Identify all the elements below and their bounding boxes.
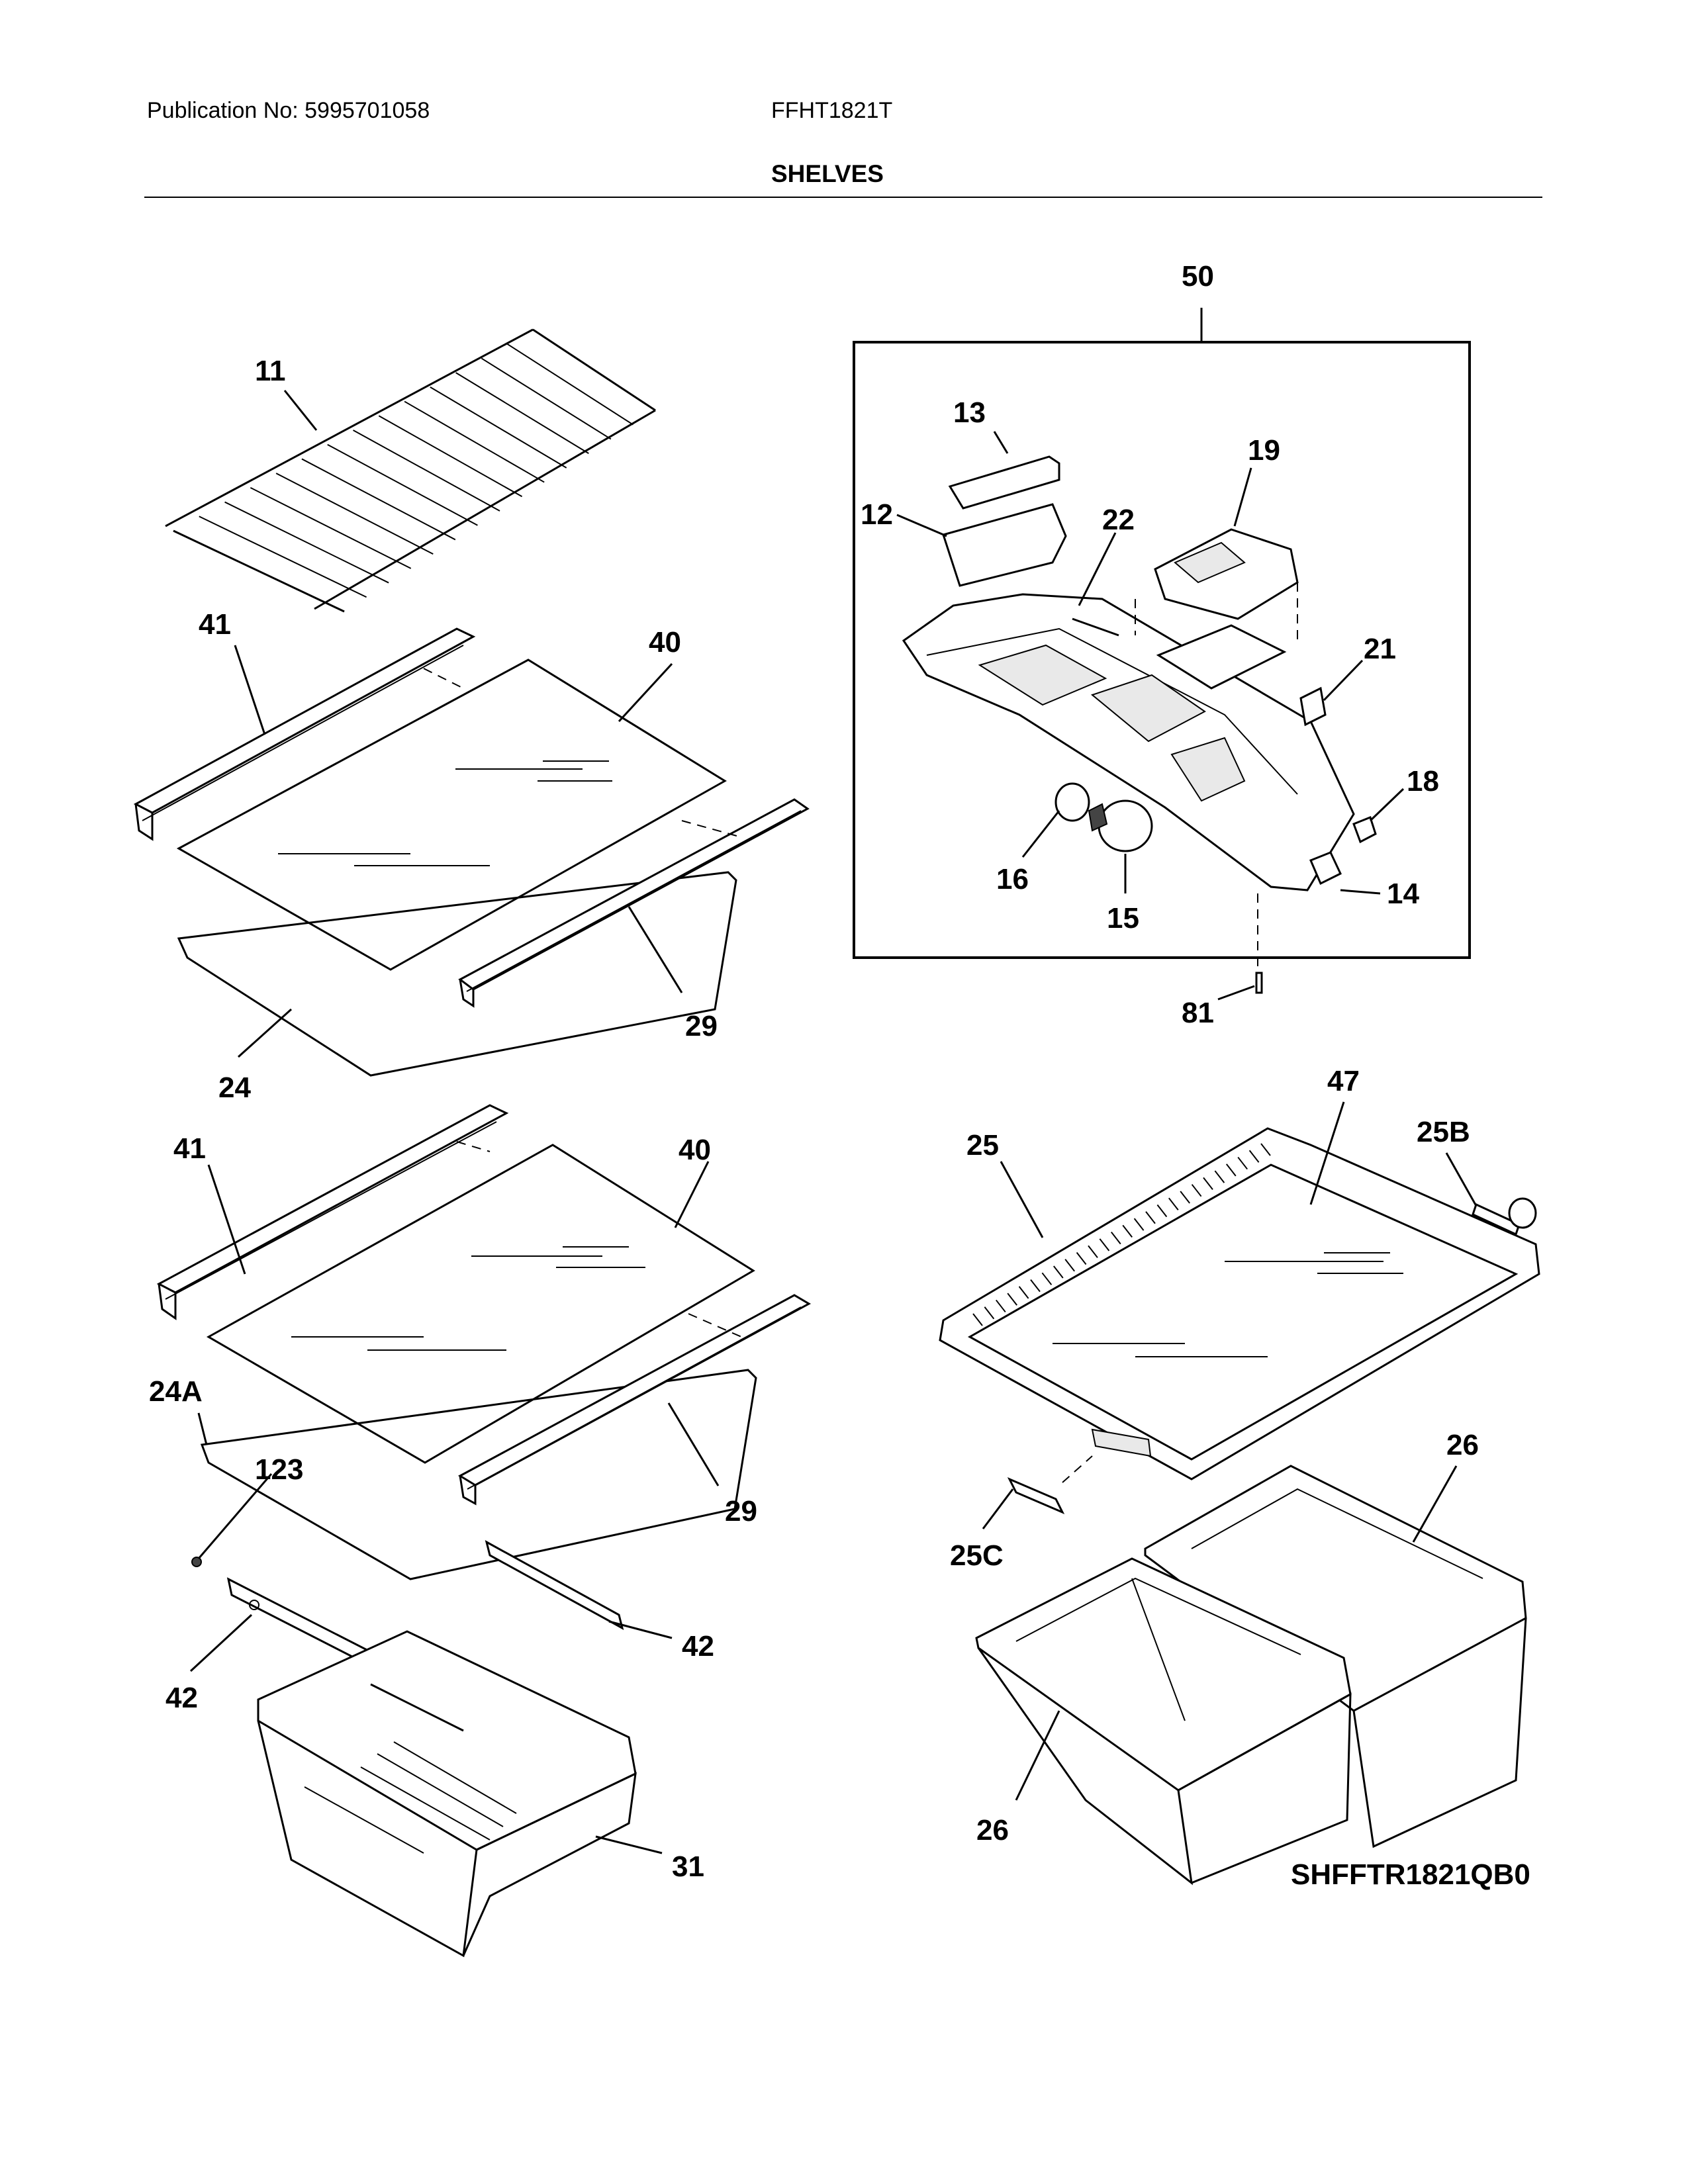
wire-rung [455,372,589,454]
callout-41-lower: 41 [173,1132,206,1165]
crisper-cover-assembly [939,1127,1540,1514]
callout-14: 14 [1387,878,1419,910]
cover-vent-slot [1133,1218,1145,1231]
callout-24A: 24A [149,1375,203,1408]
cover-vent-slot [1237,1156,1248,1170]
cover-vent-slot [1180,1191,1190,1204]
cover-vent-slot [1041,1272,1053,1285]
cover-vent-slot [1168,1197,1179,1210]
cover-vent-slot [996,1299,1006,1313]
wire-rung [173,530,345,612]
cover-vent-slot [1214,1170,1225,1183]
cover-vent-slot [1203,1177,1213,1191]
wire-rung [506,343,633,426]
cover-vent-slot [1018,1286,1029,1299]
callout-29-lower: 29 [725,1495,757,1527]
wire-rung [327,443,478,526]
callout-13: 13 [953,396,986,429]
cover-vent-slot [1099,1238,1110,1251]
wire-rung [199,516,367,598]
model-number: FFHT1821T [771,98,893,123]
cover-vent-slot [972,1313,983,1326]
callout-labels: 11 41 40 29 24 50 13 12 22 19 21 18 16 1… [149,260,1530,1891]
callout-15: 15 [1107,902,1139,934]
callout-42-left: 42 [165,1682,198,1714]
cover-vent-slot [1260,1143,1271,1156]
wire-rung [353,430,500,512]
cover-vent-slot [1076,1251,1087,1265]
cover-vent-slot [984,1306,995,1320]
callout-21: 21 [1364,633,1396,665]
wire-rung [250,486,412,569]
callout-29-upper: 29 [685,1010,718,1042]
callout-24: 24 [218,1071,251,1104]
cover-vent-slot [1030,1279,1041,1293]
publication-number: Publication No: 5995701058 [147,98,430,123]
cover-vent-slot [1191,1184,1202,1197]
wire-rung [532,329,656,411]
wire-rung [430,386,567,469]
callout-47: 47 [1327,1065,1360,1097]
callout-25: 25 [966,1129,999,1161]
callout-12: 12 [861,498,893,531]
wire-shelf [165,328,656,613]
wire-rung [224,501,389,584]
header-rule [144,197,1542,198]
cover-vent-slot [1226,1163,1237,1177]
cover-vent-slot [1156,1204,1168,1218]
lower-shelf-assembly [156,1104,812,1958]
wire-rung [481,357,612,440]
callout-123: 123 [255,1453,303,1486]
callout-25B: 25B [1417,1116,1470,1148]
callout-81: 81 [1182,997,1214,1029]
callout-19: 19 [1248,434,1280,467]
cover-vent-slot [1064,1259,1075,1272]
callout-41-upper: 41 [199,608,231,641]
callout-18: 18 [1407,765,1439,797]
cover-vent-slot [1053,1265,1064,1279]
control-housing-box [853,308,1471,966]
wire-rung [275,473,434,555]
cover-vent-slot [1248,1150,1260,1163]
callout-11: 11 [255,355,286,387]
callout-25C: 25C [950,1539,1004,1572]
callout-31: 31 [672,1850,704,1883]
cover-vent-slot [1122,1224,1133,1238]
wire-rung [378,415,523,498]
leader-lines [189,390,1477,1854]
crisper-drawers [975,1465,1527,1886]
callout-16: 16 [996,863,1029,895]
callout-40-upper: 40 [649,626,681,659]
callout-50: 50 [1182,260,1214,293]
wire-rung [301,458,456,541]
cover-vent-slot [1111,1232,1121,1245]
cover-vent-slot [1007,1293,1017,1306]
cover-vent-slot [1145,1211,1156,1224]
upper-shelf-assembly [133,627,810,1077]
callout-22: 22 [1102,504,1135,536]
glass-reflection-marks [278,760,612,866]
callout-42-right: 42 [682,1630,714,1662]
callout-26-left: 26 [976,1814,1009,1846]
wire-rung [404,400,545,483]
callout-26-right: 26 [1446,1429,1479,1461]
diagram-code: SHFFTR1821QB0 [1291,1858,1530,1891]
cover-vent-slot [1088,1245,1098,1258]
callout-40-lower: 40 [679,1134,711,1166]
section-title: SHELVES [771,160,884,187]
